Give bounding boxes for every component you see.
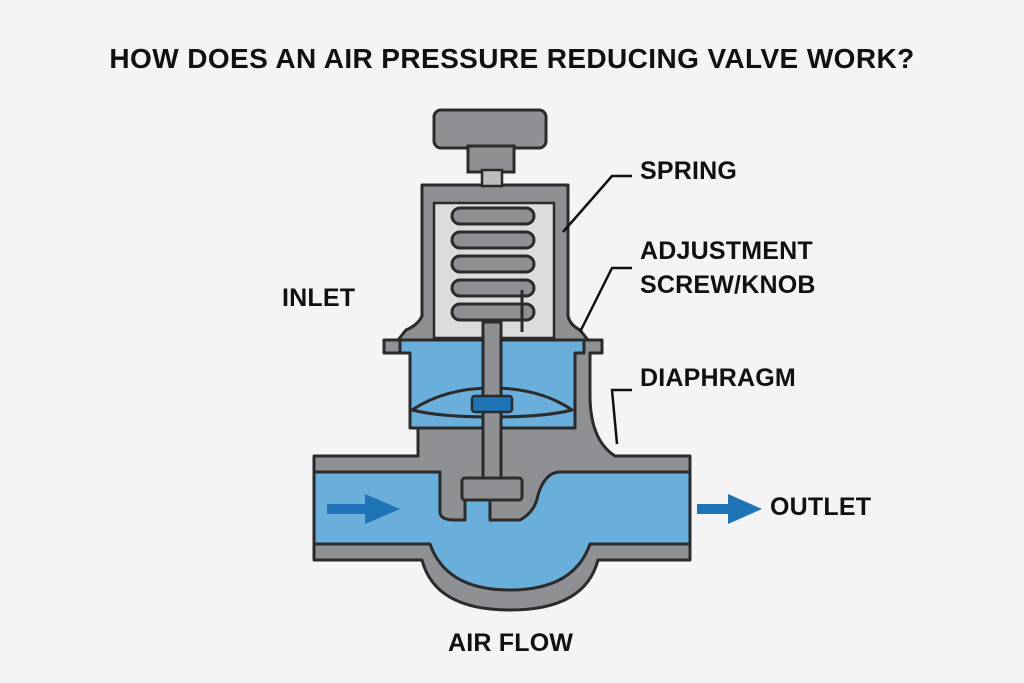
leader-lines [562, 174, 632, 445]
adjustment-screw-label: ADJUSTMENT SCREW/KNOB [640, 234, 816, 302]
spring [450, 206, 536, 322]
adjustment-label-line1: ADJUSTMENT [640, 237, 813, 265]
spring-coil [450, 278, 536, 298]
outlet-arrow [697, 494, 762, 524]
diaphragm-label: DIAPHRAGM [640, 364, 796, 392]
inlet-arrow [327, 494, 400, 524]
spring-coil [450, 254, 536, 274]
spring-coil [450, 206, 536, 226]
spring-leader-line [562, 174, 632, 233]
knob-stem [466, 144, 516, 174]
inlet-label: INLET [282, 284, 356, 312]
page-title: HOW DOES AN AIR PRESSURE REDUCING VALVE … [109, 43, 915, 74]
adjustment-knob [432, 108, 548, 150]
adjustment-leader-line [578, 266, 632, 333]
spring-coil [450, 302, 536, 322]
air-flow-label: AIR FLOW [448, 629, 574, 657]
spring-coil [450, 230, 536, 250]
diaphragm-leader-line [610, 388, 632, 445]
pipe-air-channel [312, 470, 692, 592]
knob-collar [480, 168, 504, 188]
valve-poppet [460, 476, 524, 502]
adjustment-label-line2: SCREW/KNOB [640, 271, 816, 299]
spring-label: SPRING [640, 157, 738, 185]
outlet-label: OUTLET [770, 493, 872, 521]
stem-collar [470, 394, 514, 414]
